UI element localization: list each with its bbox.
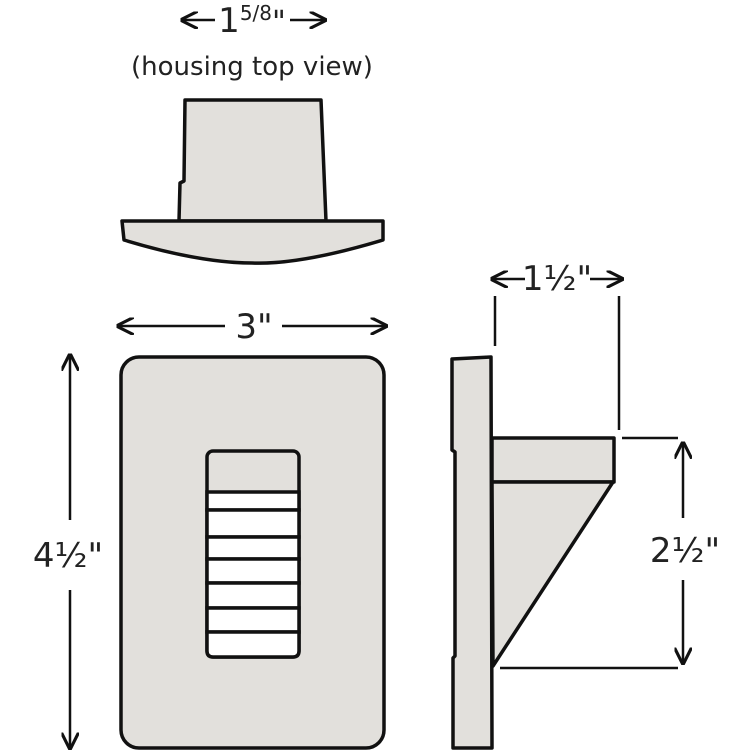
top-view-width-label: 15/8" <box>218 1 286 41</box>
side-housing-height-dimension: 2½" <box>500 436 720 670</box>
side-view <box>450 355 616 750</box>
top-view-caption: (housing top view) <box>131 52 373 82</box>
housing-top-view <box>120 98 385 265</box>
side-depth-label: 1½" <box>522 259 592 299</box>
top-view-width-dimension: 15/8" <box>182 1 325 41</box>
front-height-label: 4½" <box>33 536 103 576</box>
side-depth-dimension: 1½" <box>492 259 622 430</box>
front-width-dimension: 3" <box>118 307 386 347</box>
front-height-dimension: 4½" <box>33 355 103 748</box>
front-plate <box>119 355 386 750</box>
front-width-label: 3" <box>235 307 272 347</box>
side-housing-height-label: 2½" <box>650 531 720 571</box>
